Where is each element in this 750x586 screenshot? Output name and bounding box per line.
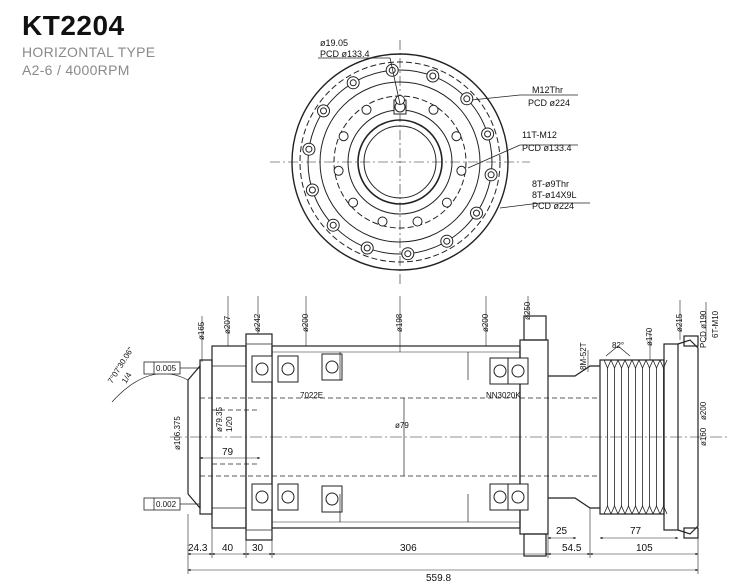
spec-label: A2-6 / 4000RPM [22, 62, 130, 78]
inner-hole [377, 216, 388, 227]
tolerance-2: 0.002 [156, 500, 177, 509]
dim-d160: ø160 [699, 427, 708, 446]
outer-hole-inner [329, 221, 337, 229]
inner-hole [338, 131, 349, 142]
dim-d200-front: ø200 [301, 313, 310, 332]
header: KT2204 HORIZONTAL TYPE A2-6 / 4000RPM [22, 10, 155, 78]
callout-m12thr: M12Thr [532, 85, 563, 95]
inner-hole [441, 197, 452, 208]
spindle-shaft [200, 397, 600, 477]
dim-d200-rear: ø200 [481, 313, 490, 332]
dim-d198: ø198 [395, 313, 404, 332]
dim-d7935: ø79.35 [215, 407, 224, 432]
dim-d106: ø106.375 [173, 416, 182, 450]
bearing-front: 7022E [300, 391, 323, 400]
bearing-ball [493, 364, 507, 378]
inner-hole [361, 104, 372, 115]
side-view [170, 315, 730, 557]
dim-54-5: 54.5 [562, 543, 582, 554]
dim-d200v: ø200 [699, 401, 708, 420]
bearing-ball [281, 362, 295, 376]
outer-hole-inner [349, 79, 357, 87]
inner-hole [428, 104, 439, 115]
front-view-leaders [318, 57, 590, 209]
pulley-angle: 82° [612, 341, 624, 350]
type-label: HORIZONTAL TYPE [22, 44, 156, 60]
bearing-ball [255, 490, 269, 504]
outer-hole-inner [429, 72, 437, 80]
inner-hole [412, 216, 423, 227]
outer-hole-inner [473, 209, 480, 217]
bearing-ball [511, 490, 525, 504]
dim-306: 306 [400, 543, 417, 554]
outer-hole-inner [463, 95, 471, 103]
dim-taper2: 1/20 [225, 416, 234, 432]
dim-d79: ø79 [395, 421, 409, 430]
bearing-rear: NN3020K [486, 391, 521, 400]
dim-d207: ø207 [223, 315, 232, 334]
top-dim-lines [201, 296, 707, 372]
callout-11t-pcd: PCD ø133.4 [522, 143, 572, 153]
dim-bolts: 6T-M10 [711, 310, 720, 338]
dim-d215: ø215 [675, 313, 684, 332]
inner-hole [451, 131, 462, 142]
outer-hole-inner [363, 244, 371, 252]
dim-d242: ø242 [253, 313, 262, 332]
housing-detail [339, 352, 469, 522]
bearing-ball [255, 362, 269, 376]
outer-hole-inner [305, 145, 313, 153]
dim-total: 559.8 [426, 573, 451, 584]
dim-77: 77 [630, 526, 642, 537]
callout-8t-thr: 8T-ø9Thr [532, 179, 569, 189]
outer-hole-inner [487, 171, 495, 179]
callout-11t-m12: 11T-M12 [522, 130, 557, 140]
inner-hole [333, 165, 344, 176]
callout-hole-pcd: PCD ø133.4 [320, 49, 370, 59]
model-title: KT2204 [22, 10, 125, 41]
dim-79: 79 [222, 447, 234, 458]
inner-hole [348, 197, 359, 208]
outer-hole-inner [443, 237, 451, 245]
callout-8t-cbore: 8T-ø14X9L [532, 190, 577, 200]
dim-40: 40 [222, 543, 234, 554]
callout-hole-dia: ø19.05 [320, 38, 348, 48]
dim-d165: ø165 [197, 321, 206, 340]
callout-8t-pcd: PCD ø224 [532, 201, 574, 211]
tolerance-boxes [143, 361, 200, 511]
outer-hole-inner [320, 107, 327, 115]
bearing-ball [511, 364, 525, 378]
dim-d250: ø250 [523, 301, 532, 320]
inner-hole [456, 165, 467, 176]
dim-30: 30 [252, 543, 264, 554]
outer-hole-inner [308, 186, 316, 194]
front-view-outer-holes [302, 63, 498, 261]
outer-hole-inner [484, 130, 492, 138]
front-view-inner-holes [333, 95, 467, 227]
front-view [270, 40, 530, 285]
taper-ratio: 1/4 [120, 370, 134, 385]
bearing-ball [325, 492, 339, 506]
dim-25: 25 [556, 526, 568, 537]
dim-105: 105 [636, 543, 653, 554]
inner-hole [395, 95, 405, 105]
dim-24-3: 24.3 [188, 543, 208, 554]
tolerance-1: 0.005 [156, 364, 177, 373]
pulley-grooves [603, 359, 668, 515]
bottom-dims [187, 508, 699, 574]
dim-d170: ø170 [645, 327, 654, 346]
bearings [251, 353, 529, 513]
callout-m12thr-pcd: PCD ø224 [528, 98, 570, 108]
outer-hole-inner [404, 250, 412, 258]
dim-thread: 8M-52T [579, 342, 588, 370]
bearing-ball [325, 360, 339, 374]
dim-pcd190: PCD ø190 [699, 310, 708, 348]
bearing-ball [493, 490, 507, 504]
bearing-ball [281, 490, 295, 504]
